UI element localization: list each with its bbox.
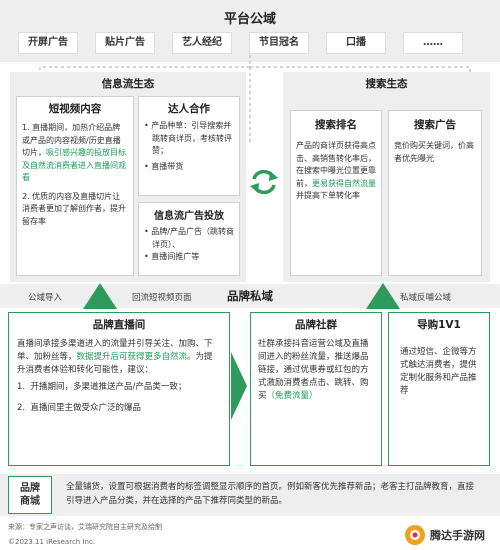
watermark-text: 腾达手游网 <box>430 529 485 542</box>
cycle-arrows-icon <box>250 169 278 195</box>
tab-splash-ad: 开屏广告 <box>18 32 78 54</box>
public-domain-title: 平台公域 <box>223 12 276 27</box>
tab-title-sponsor: 节目冠名 <box>249 32 309 54</box>
tab-more: …… <box>403 32 463 54</box>
copyright: ©2023.11 iResearch Inc. <box>8 538 96 546</box>
info-flow-ad-item-2: • 直播间推广等 <box>144 252 200 261</box>
info-flow-ad-item-1-text: 品牌/产品广告（跳转商详页）、 <box>151 227 234 249</box>
search-rank-highlight: 更易获得自然流量 <box>312 178 376 188</box>
talent-title: 达人合作 <box>168 103 210 115</box>
brand-store-label-box: 品牌商城 <box>8 476 52 514</box>
live-room-item-1: 1. 开播期间，多渠道推送产品/产品类一致； <box>17 382 187 392</box>
private-domain-title: 品牌私域 <box>227 289 273 303</box>
up-arrow-right <box>366 283 400 309</box>
short-video-point-1-a: 1. 直播期间，加热介绍品牌或产品的内容视频/历史直播切片， <box>22 123 121 157</box>
backflow-video-label: 回流短视频页面 <box>132 293 192 303</box>
talent-card: 达人合作 • 产品种草：引导搜索并跳转商详页，考核转评赞； • 直播带货 <box>138 96 240 196</box>
source-note: 来源：专家之声访谈，艾瑞研究院自主研究及绘制 <box>8 523 162 531</box>
live-room-card: 品牌直播间 直播间承接多渠道进入的流量并引导关注、加购、下单、加粉丝等，数据提升… <box>8 312 230 466</box>
brand-store-text: 全量铺货，设置可根据消费者的标签调整显示顺序的首页。例如新客优先推荐新品；老客主… <box>66 482 475 506</box>
community-title: 品牌社群 <box>295 319 337 331</box>
talent-item-1-text: 产品种草：引导搜索并跳转商详页，考核转评赞； <box>151 121 232 155</box>
community-text-a: 社群承接抖音运营公域及直播间进入的粉丝流量，推送爆品链接，通过优惠券或红包的方式… <box>258 339 369 401</box>
live-room-item-2: 2. 直播间里主做受众广泛的爆品 <box>17 403 142 413</box>
up-arrow-left <box>83 283 117 309</box>
search-ad-title: 搜索广告 <box>414 119 456 131</box>
search-ad-card: 搜索广告 竞价购买关键词，价高者优先曝光 <box>388 110 482 276</box>
tab-verbal-ad: 口播 <box>326 32 386 54</box>
search-title: 搜索生态 <box>365 78 408 90</box>
guide-text: 通过短信、企微等方式触达消费者，提供定制化服务和产品推荐 <box>400 347 477 396</box>
private-feedback-label: 私域反哺公域 <box>400 293 452 303</box>
search-rank-text-c: 并提高下单转化率 <box>296 191 360 200</box>
live-room-text-c: 为提升消费者体验和转化可能性，建议： <box>17 352 213 375</box>
live-room-highlight: 数据提升后可获得更多自然流。 <box>76 352 196 362</box>
search-rank-card: 搜索排名 产品的商详页获得高点击、高销售转化率后，在搜索中曝光位置更靠前，更易获… <box>290 110 382 276</box>
talent-item-1: • 产品种草：引导搜索并跳转商详页，考核转评赞； <box>144 121 232 155</box>
public-import-label: 公域导入 <box>28 293 63 303</box>
info-flow-ad-item-2-text: 直播间推广等 <box>151 252 200 261</box>
live-room-text-a: 直播间承接多渠道进入的流量并引导关注、加购、下单、加粉丝等， <box>17 339 213 362</box>
info-flow-ad-item-1: • 品牌/产品广告（跳转商详页）、 <box>144 227 234 249</box>
brand-store-band <box>0 474 500 516</box>
tab-artist-agency: 艺人经纪 <box>172 32 232 54</box>
short-video-point-1: 1. 直播期间，加热介绍品牌或产品的内容视频/历史直播切片，吸引感兴趣的投放目标… <box>22 122 128 185</box>
search-rank-text-a: 产品的商详页获得高点击、高销售转化率后，在搜索中曝光位置更靠前， <box>296 141 376 188</box>
search-rank-text: 产品的商详页获得高点击、高销售转化率后，在搜索中曝光位置更靠前，更易获得自然流量… <box>296 140 376 203</box>
community-text: 社群承接抖音运营公域及直播间进入的粉丝流量，推送爆品链接，通过优惠券或红包的方式… <box>258 338 374 403</box>
watermark: 腾达手游网 <box>404 522 498 548</box>
short-video-point-2: 2. 优质的内容及直播切片让消费者更加了解创作者，提升留存率 <box>22 191 126 226</box>
live-room-title: 品牌直播间 <box>92 319 146 331</box>
short-video-card: 短视频内容 1. 直播期间，加热介绍品牌或产品的内容视频/历史直播切片，吸引感兴… <box>16 96 134 276</box>
live-room-item-1-text: 开播期间，多渠道推送产品/产品类一致； <box>30 382 187 392</box>
live-room-item-2-text: 直播间里主做受众广泛的爆品 <box>30 403 142 413</box>
info-flow-ad-title: 信息流广告投放 <box>154 211 224 222</box>
right-arrow-icon <box>231 352 247 420</box>
guide-title: 导购1V1 <box>417 319 461 331</box>
info-flow-title: 信息流生态 <box>101 78 155 90</box>
brand-store-label: 品牌商城 <box>20 483 40 507</box>
community-highlight: （免费流量） <box>266 391 318 401</box>
watermark-logo-icon <box>405 525 425 545</box>
short-video-title: 短视频内容 <box>48 103 102 115</box>
live-room-text: 直播间承接多渠道进入的流量并引导关注、加购、下单、加粉丝等，数据提升后可获得更多… <box>17 338 221 377</box>
community-card: 品牌社群 社群承接抖音运营公域及直播间进入的粉丝流量，推送爆品链接，通过优惠券或… <box>250 312 382 466</box>
search-rank-title: 搜索排名 <box>315 119 357 131</box>
guide-card: 导购1V1 通过短信、企微等方式触达消费者，提供定制化服务和产品推荐 <box>388 312 490 466</box>
talent-item-2: • 直播带货 <box>144 161 184 171</box>
tab-preroll-ad: 贴片广告 <box>95 32 155 54</box>
talent-item-2-text: 直播带货 <box>151 161 184 171</box>
search-ad-text: 竞价购买关键词，价高者优先曝光 <box>394 141 474 163</box>
info-flow-ad-card: 信息流广告投放 • 品牌/产品广告（跳转商详页）、 • 直播间推广等 <box>138 202 240 276</box>
short-video-point-1-highlight: 吸引感兴趣的投放目标及自然流消费者进入直播间观看 <box>22 148 126 182</box>
